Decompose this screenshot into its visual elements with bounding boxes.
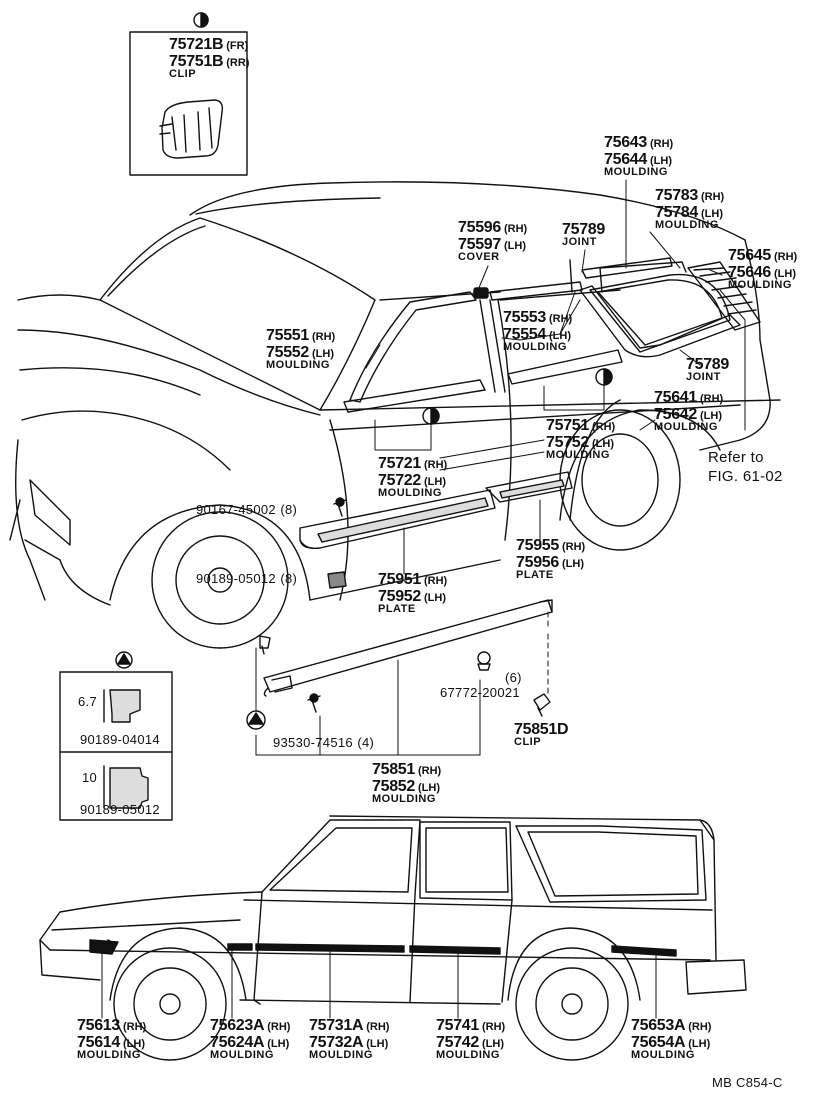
callout-75851: 75851(RH) 75852(LH) MOULDING bbox=[372, 761, 442, 805]
callout-75551: 75551(RH) 75552(LH) MOULDING bbox=[266, 327, 336, 371]
callout-75641: 75641(RH) 75642(LH) MOULDING bbox=[654, 389, 724, 433]
clip-icon bbox=[160, 100, 222, 158]
callout-clip-box: 75721B(FR) 75751B(RR) CLIP bbox=[169, 36, 250, 80]
triangle-icon bbox=[247, 711, 265, 729]
sedan-body bbox=[10, 182, 780, 648]
legend-dim-1: 6.7 bbox=[78, 694, 97, 709]
callout-75721: 75721(RH) 75722(LH) MOULDING bbox=[378, 455, 448, 499]
fastener-90189: 90189-05012 (8) bbox=[196, 571, 298, 586]
legend-dim-2: 10 bbox=[82, 770, 98, 785]
half-circle-icon bbox=[596, 369, 612, 385]
half-circle-icon bbox=[423, 408, 439, 424]
fastener-67772-qty: (6) bbox=[505, 670, 522, 685]
nut-icon bbox=[328, 572, 346, 588]
lower-moulding-strip bbox=[264, 600, 552, 696]
refer-note: Refer to FIG. 61-02 bbox=[708, 449, 783, 485]
callout-75653a: 75653A(RH) 75654A(LH) MOULDING bbox=[631, 1017, 712, 1061]
callout-75789-upper: 75789 JOINT bbox=[562, 221, 605, 248]
screw-icon bbox=[308, 694, 320, 712]
legend-part-1: 90189-04014 bbox=[80, 732, 160, 747]
callout-75645: 75645(RH) 75646(LH) MOULDING bbox=[728, 247, 798, 291]
callout-75731a: 75731A(RH) 75732A(LH) MOULDING bbox=[309, 1017, 390, 1061]
fastener-legend-box bbox=[60, 652, 172, 820]
wagon-body bbox=[40, 816, 746, 1060]
clip-icon bbox=[260, 636, 270, 654]
rocker-plate-front bbox=[300, 490, 495, 548]
rocker-plate-rear bbox=[486, 472, 572, 502]
callout-75623a: 75623A(RH) 75624A(LH) MOULDING bbox=[210, 1017, 291, 1061]
callout-75789-lower: 75789 JOINT bbox=[686, 356, 729, 383]
leader-lines bbox=[366, 180, 745, 574]
callout-75741: 75741(RH) 75742(LH) MOULDING bbox=[436, 1017, 506, 1061]
clip-icon bbox=[534, 694, 550, 716]
callout-75955: 75955(RH) 75956(LH) PLATE bbox=[516, 537, 586, 581]
clip-inset-box bbox=[130, 13, 247, 175]
callout-75553: 75553(RH) 75554(LH) MOULDING bbox=[503, 309, 573, 353]
legend-part-2: 90189-05012 bbox=[80, 802, 160, 817]
grommet-icon bbox=[478, 652, 490, 670]
callout-75951: 75951(RH) 75952(LH) PLATE bbox=[378, 571, 448, 615]
callout-75643: 75643(RH) 75644(LH) MOULDING bbox=[604, 134, 674, 178]
half-circle-icon bbox=[194, 13, 208, 27]
callout-75596: 75596(RH) 75597(LH) COVER bbox=[458, 219, 528, 263]
leader-lines bbox=[256, 612, 548, 755]
fastener-90167: 90167-45002 (8) bbox=[196, 502, 298, 517]
fastener-67772: 67772-20021 bbox=[440, 685, 520, 700]
drawing-code: MB C854-C bbox=[712, 1075, 783, 1090]
leader-lines bbox=[102, 950, 656, 1018]
callout-75751: 75751(RH) 75752(LH) MOULDING bbox=[546, 417, 616, 461]
callout-75613: 75613(RH) 75614(LH) MOULDING bbox=[77, 1017, 147, 1061]
callout-75851d: 75851D CLIP bbox=[514, 721, 569, 748]
callout-75783: 75783(RH) 75784(LH) MOULDING bbox=[655, 187, 725, 231]
fastener-93530: 93530-74516 (4) bbox=[273, 735, 375, 750]
triangle-icon bbox=[116, 652, 132, 668]
screw-icon bbox=[334, 498, 346, 516]
